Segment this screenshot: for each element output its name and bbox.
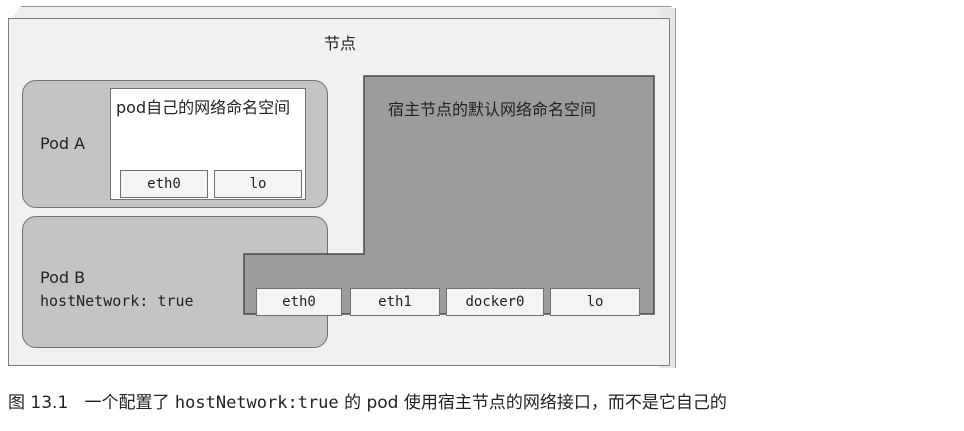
pod-namespace-label: pod自己的网络命名空间 (116, 98, 291, 117)
host-namespace-label: 宿主节点的默认网络命名空间 (388, 100, 597, 119)
pod-a-label: Pod A (40, 134, 86, 153)
host-interface-eth1: eth1 (350, 288, 440, 316)
pod-a-interface-eth0: eth0 (120, 170, 208, 198)
host-interface-docker0: docker0 (446, 288, 544, 316)
pod-b-host-network-setting: hostNetwork: true (40, 292, 194, 310)
pod-b-label: Pod B (40, 268, 86, 287)
caption-text-after: 的 pod 使用宿主节点的网络接口，而不是它自己的 (344, 393, 727, 413)
caption-figure-number: 图 13.1 (8, 393, 69, 413)
caption-text-before: 一个配置了 (84, 393, 170, 413)
host-interface-eth0: eth0 (256, 288, 342, 316)
host-interface-lo: lo (550, 288, 640, 316)
pod-a-interface-lo: lo (214, 170, 302, 198)
caption-code: hostNetwork:true (174, 393, 339, 413)
figure-caption: 图 13.1 一个配置了 hostNetwork:true 的 pod 使用宿主… (8, 388, 727, 413)
node-label: 节点 (323, 34, 356, 53)
